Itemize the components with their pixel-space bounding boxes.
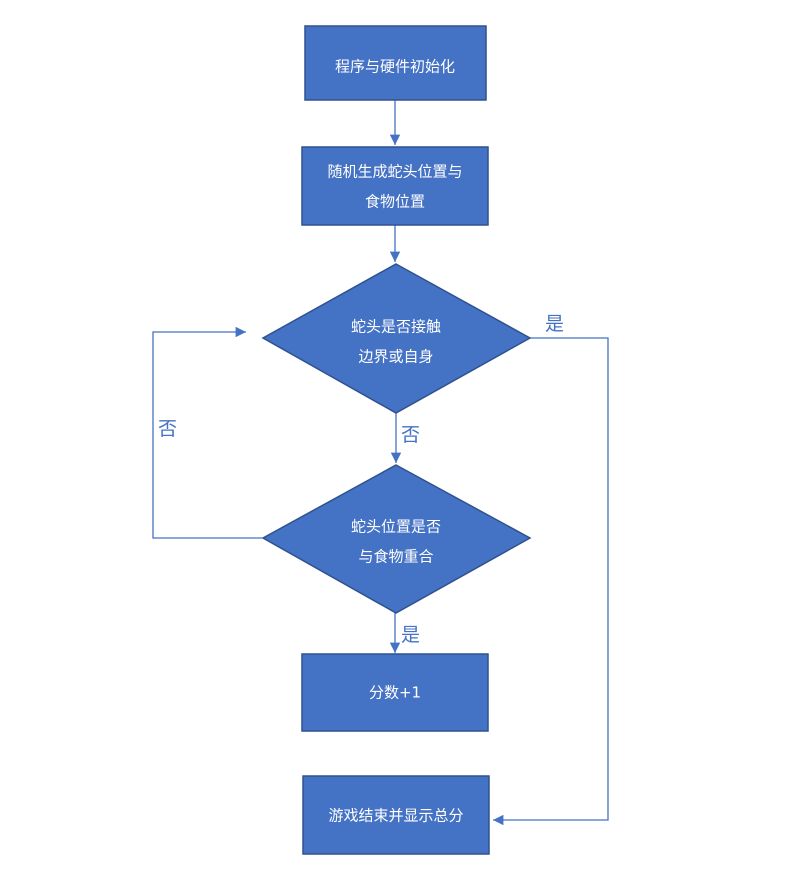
- edge-label-food-no: 否: [158, 418, 177, 440]
- node-init-label: 程序与硬件初始化: [335, 58, 455, 76]
- node-score-shape: [301, 653, 489, 732]
- edge-label-collision-yes: 是: [545, 313, 564, 335]
- node-init: 程序与硬件初始化: [304, 25, 487, 101]
- node-check-food-label-line1: 蛇头位置是否: [351, 518, 441, 536]
- edge-labels: 否 是 否 是: [158, 313, 564, 646]
- node-generate-shape: [301, 146, 489, 226]
- node-check-food-label-line2: 与食物重合: [358, 548, 433, 566]
- node-generate-label-line1: 随机生成蛇头位置与: [327, 163, 462, 181]
- node-generate: 随机生成蛇头位置与 食物位置: [301, 146, 489, 226]
- node-game-over-shape: [302, 775, 490, 855]
- node-check-collision-label-line2: 边界或自身: [358, 348, 433, 366]
- node-game-over: 游戏结束并显示总分: [302, 775, 490, 855]
- edge-label-food-yes: 是: [401, 624, 420, 646]
- edge-collision-yes-to-gameover: [493, 337, 609, 826]
- edge-food-no-to-collision: [152, 326, 262, 539]
- node-check-food: 蛇头位置是否 与食物重合: [261, 464, 532, 614]
- edges: [152, 100, 609, 826]
- node-score-label: 分数+1: [369, 684, 421, 702]
- node-score: 分数+1: [301, 653, 489, 732]
- edge-label-collision-no: 否: [401, 424, 420, 446]
- node-check-collision-label-line1: 蛇头是否接触: [351, 318, 441, 336]
- node-check-food-shape: [261, 464, 532, 614]
- node-game-over-label: 游戏结束并显示总分: [328, 807, 463, 825]
- node-check-collision: 蛇头是否接触 边界或自身: [261, 263, 532, 414]
- node-init-shape: [304, 25, 487, 101]
- node-check-collision-shape: [261, 263, 532, 414]
- node-generate-label-line2: 食物位置: [365, 193, 425, 211]
- nodes: 程序与硬件初始化 随机生成蛇头位置与 食物位置 蛇头是否接触 边界或自身 蛇头位…: [261, 25, 532, 855]
